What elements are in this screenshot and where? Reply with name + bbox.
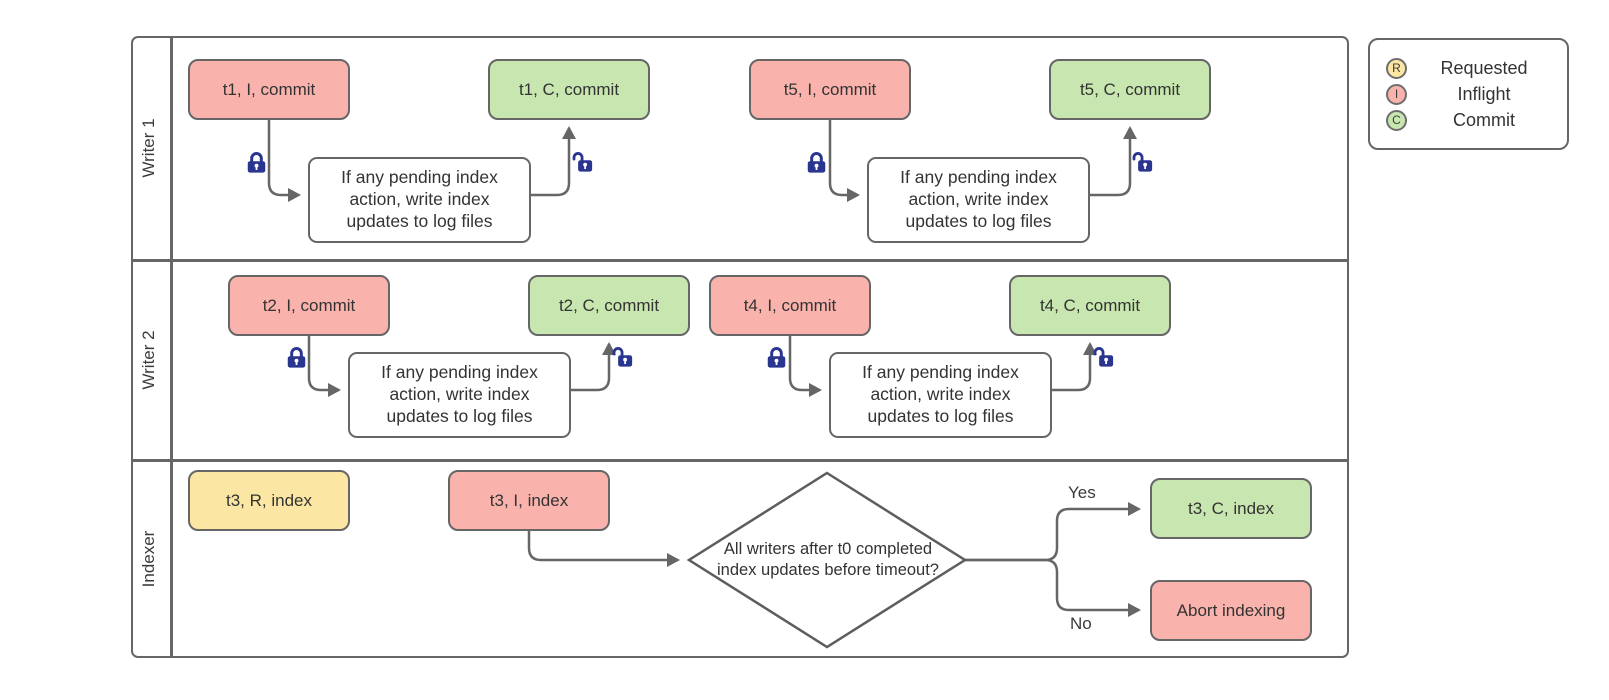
node-writer2-process-left: If any pending index action, write index… (348, 352, 571, 438)
swimlane-pool (131, 36, 1349, 658)
lock-open-icon (1093, 347, 1114, 367)
lane-divider-writer2-indexer (133, 459, 1347, 462)
legend-row-requested: R Requested (1386, 57, 1557, 79)
decision-diamond-label: All writers after t0 completed index upd… (717, 539, 939, 579)
lock-closed-icon (767, 347, 786, 368)
legend-label: Inflight (1457, 83, 1511, 104)
node-t2-commit: t2, C, commit (528, 275, 690, 336)
lock-open-icon (612, 347, 633, 367)
legend: R Requested I Inflight C Commit (1368, 38, 1569, 150)
lane-label-writer2: Writer 2 (139, 330, 158, 390)
node-t3-inflight: t3, I, index (448, 470, 610, 531)
node-t3-requested: t3, R, index (188, 470, 350, 531)
node-t4-inflight: t4, I, commit (709, 275, 871, 336)
node-writer2-process-right: If any pending index action, write index… (829, 352, 1052, 438)
node-t1-commit: t1, C, commit (488, 59, 650, 120)
legend-row-inflight: I Inflight (1386, 83, 1557, 105)
lock-closed-icon (287, 347, 306, 368)
lane-divider-writer1-writer2 (133, 259, 1347, 262)
node-t4-commit: t4, C, commit (1009, 275, 1171, 336)
legend-label: Commit (1453, 109, 1515, 130)
node-abort-indexing: Abort indexing (1150, 580, 1312, 641)
lock-open-icon (572, 152, 593, 172)
node-t5-inflight: t5, I, commit (749, 59, 911, 120)
requested-state-icon: R (1386, 57, 1407, 79)
inflight-state-icon: I (1386, 83, 1407, 105)
node-t3-commit: t3, C, index (1150, 478, 1312, 539)
lane-label-divider (170, 38, 173, 656)
node-writer1-process-right: If any pending index action, write index… (867, 157, 1090, 243)
node-writer1-process-left: If any pending index action, write index… (308, 157, 531, 243)
lane-label-writer1: Writer 1 (139, 118, 158, 178)
node-t5-commit: t5, C, commit (1049, 59, 1211, 120)
edge-label-yes: Yes (1068, 483, 1096, 502)
lock-closed-icon (247, 152, 266, 173)
commit-state-icon: C (1386, 109, 1407, 131)
lock-closed-icon (807, 152, 826, 173)
legend-row-commit: C Commit (1386, 109, 1557, 131)
edge-label-no: No (1070, 614, 1092, 633)
lane-label-indexer: Indexer (139, 530, 158, 588)
node-t1-inflight: t1, I, commit (188, 59, 350, 120)
node-t2-inflight: t2, I, commit (228, 275, 390, 336)
lock-open-icon (1132, 152, 1153, 172)
legend-label: Requested (1440, 57, 1528, 78)
